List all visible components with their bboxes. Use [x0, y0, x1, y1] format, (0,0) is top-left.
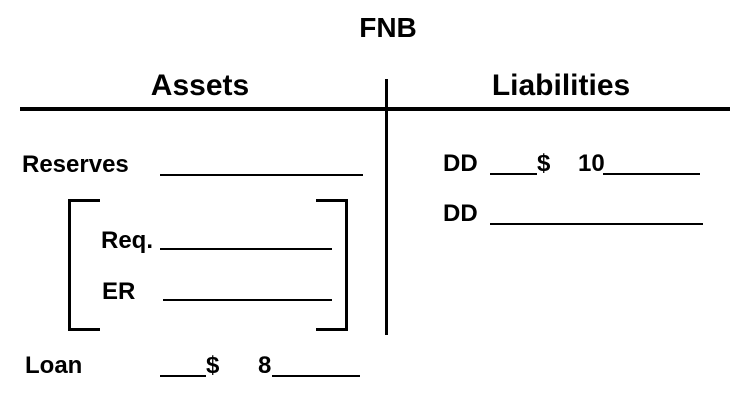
- reserves-blank-line: [160, 174, 363, 176]
- bank-title: FNB: [359, 12, 417, 43]
- loan-blank-line-after-amount: [272, 375, 360, 377]
- reserves-breakdown-bracket-right: [316, 199, 348, 331]
- demand-deposit-1-blank-line-after-amount: [603, 173, 700, 175]
- required-reserves-blank-line: [160, 248, 332, 250]
- reserves-breakdown-bracket-left: [68, 199, 100, 331]
- excess-reserves-blank-line: [163, 299, 332, 301]
- demand-deposit-1-currency-symbol: $: [537, 150, 551, 177]
- t-account-center-divider: [385, 79, 388, 335]
- assets-column-header: Assets: [150, 69, 250, 102]
- loan-blank-line-before-currency: [160, 375, 206, 377]
- t-account-top-rule: [20, 107, 730, 111]
- excess-reserves-label: ER: [102, 278, 136, 305]
- demand-deposit-2-blank-line: [490, 223, 703, 225]
- demand-deposit-1-label: DD: [443, 150, 478, 177]
- reserves-label: Reserves: [22, 151, 129, 178]
- loan-currency-symbol: $: [206, 352, 220, 379]
- loan-amount: 8: [258, 352, 272, 379]
- loan-label: Loan: [25, 352, 83, 379]
- required-reserves-label: Req.: [101, 227, 154, 254]
- demand-deposit-1-blank-line-before-currency: [490, 173, 537, 175]
- liabilities-column-header: Liabilities: [491, 69, 631, 102]
- demand-deposit-1-amount: 10: [578, 150, 605, 177]
- demand-deposit-2-label: DD: [443, 200, 478, 227]
